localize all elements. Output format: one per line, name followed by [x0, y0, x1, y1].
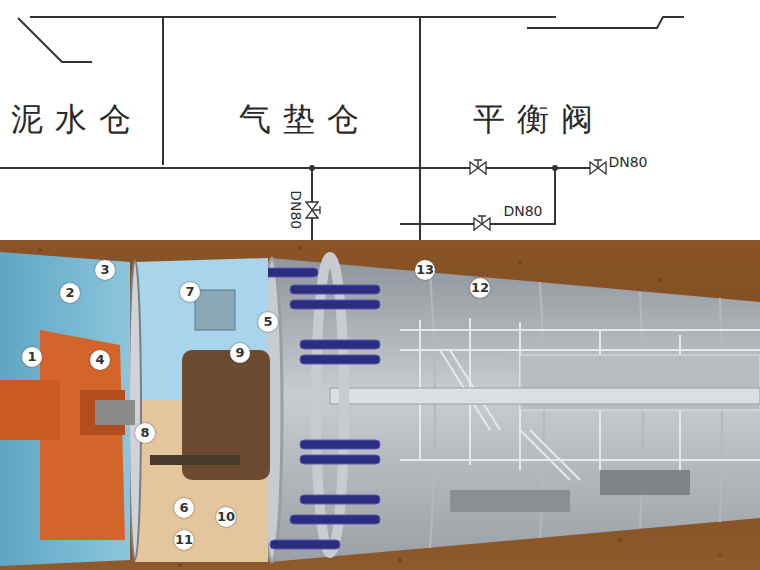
callout-number: 5 [258, 312, 278, 332]
pipe-size: DN80 [503, 204, 542, 219]
callout-number: 1 [22, 347, 42, 367]
callout-number: 10 [216, 507, 236, 527]
valve-symbol [470, 160, 486, 174]
callout-number: 8 [135, 423, 155, 443]
callout-number: 13 [415, 260, 435, 280]
pipe-size: DN80 [288, 190, 303, 229]
junction-dot [309, 165, 315, 171]
callout-number: 2 [60, 283, 80, 303]
callout-number: 12 [470, 278, 490, 298]
callout-number: 7 [180, 282, 200, 302]
pipe-size: DN80 [608, 155, 647, 170]
zone-label: 泥水仓 [11, 102, 143, 137]
callout-number: 11 [174, 530, 194, 550]
valve-symbol [590, 160, 606, 174]
pipe-schematic [0, 17, 684, 240]
callout-number: 9 [230, 343, 250, 363]
callout-number: 3 [95, 260, 115, 280]
callout-number: 4 [90, 350, 110, 370]
junction-dot [552, 165, 558, 171]
zone-label: 平衡阀 [473, 102, 605, 137]
shield-machine [0, 240, 760, 570]
valve-symbol [474, 216, 490, 230]
zone-label: 气垫仓 [239, 102, 371, 137]
callout-number: 6 [174, 498, 194, 518]
valve-symbol [306, 202, 320, 218]
